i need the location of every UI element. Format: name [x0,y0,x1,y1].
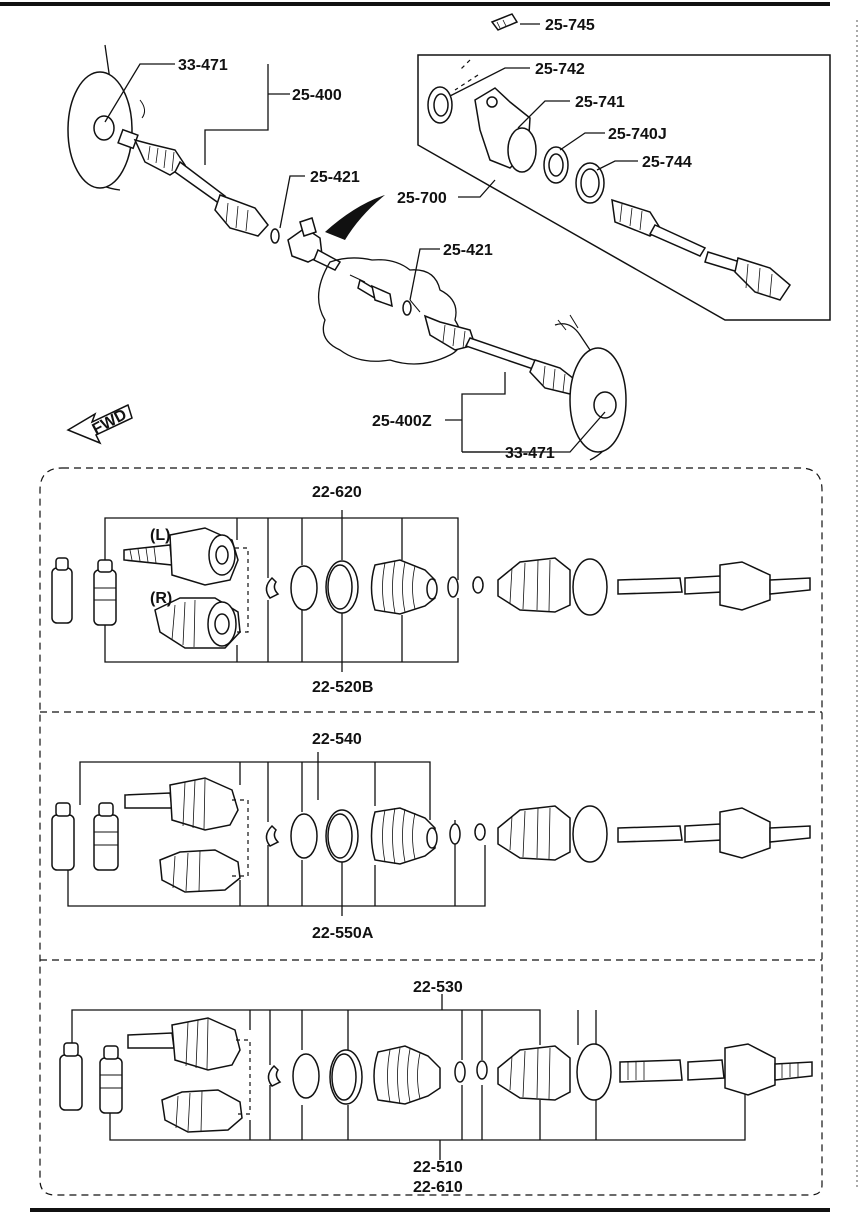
boot-1 [370,559,438,615]
boot-3 [373,1045,441,1105]
tag-l: (L) [150,527,170,544]
snap-ring [265,576,280,599]
label-25-421-upper: 25-421 [310,169,360,186]
label-25-400z: 25-400Z [372,413,432,430]
stop-ring-3 [292,1053,320,1099]
label-25-740j: 25-740J [608,126,667,143]
label-25-400: 25-400 [292,87,342,104]
grease-tube-3 [51,814,75,871]
circlip-left [270,228,280,244]
inner-joint [287,217,342,271]
outer-band-3 [576,1043,612,1101]
direction-arrow [325,195,385,240]
inner-joint-2a [124,777,239,831]
label-22-550a: 22-550A [312,925,374,942]
circlip-right [402,300,412,316]
bearing-inset [417,13,831,321]
dashed-panel-border [39,467,823,1196]
small-band-5 [454,1061,466,1083]
outer-boot-2 [497,805,571,861]
inner-joint-3b [161,1089,243,1133]
label-25-700: 25-700 [397,190,447,207]
outer-boot-1 [497,557,571,613]
fwd-arrow: FWD [66,403,133,445]
label-25-745: 25-745 [545,17,595,34]
left-drive-shaft [117,128,269,237]
small-band-6 [476,1060,488,1080]
label-25-744: 25-744 [642,154,692,171]
label-33-471-upper: 33-471 [178,57,228,74]
tag-r: (R) [150,590,172,607]
snap-ring-2 [265,824,280,847]
inner-joint-2b [159,849,241,893]
small-band-2 [472,576,484,594]
panel-1: (L) (R) [51,510,811,672]
label-25-421-lower: 25-421 [443,242,493,259]
left-wheel-hub [67,44,146,191]
grease-tube-6 [99,1057,123,1114]
grease-tube-1 [51,567,73,624]
shaft-3 [619,1059,683,1083]
small-band-4 [474,823,486,841]
outer-band-1 [572,558,608,616]
shaft-2 [617,825,683,843]
inner-joint-l [123,527,239,586]
boot-2 [370,807,438,865]
grease-tube-4 [93,814,119,871]
snap-ring-3 [267,1064,282,1087]
small-band-3 [449,823,461,845]
top-leaders [104,23,638,453]
transmission [317,257,462,365]
stop-ring-2 [290,813,318,859]
panel-3 [59,994,813,1160]
panel-2 [51,752,811,916]
label-25-741: 25-741 [575,94,625,111]
grease-tube-2 [93,569,117,626]
fwd-label: FWD [90,406,130,438]
label-22-510: 22-510 [413,1159,463,1176]
label-22-530: 22-530 [413,979,463,996]
stop-ring [290,565,318,611]
label-22-620: 22-620 [312,484,362,501]
right-drive-shaft [423,314,580,395]
label-22-540: 22-540 [312,731,362,748]
small-band-1 [447,576,459,598]
label-25-742: 25-742 [535,61,585,78]
outer-band-2 [572,805,608,863]
label-22-610: 22-610 [413,1179,463,1196]
inner-joint-3a [127,1017,241,1071]
shaft-1 [617,577,683,595]
top-assembly: FWD [66,13,831,462]
outer-boot-3 [497,1045,571,1101]
label-22-520b: 22-520B [312,679,373,696]
right-wheel-hub [554,314,627,461]
grease-tube-5 [59,1054,83,1111]
label-33-471-lower: 33-471 [505,445,555,462]
